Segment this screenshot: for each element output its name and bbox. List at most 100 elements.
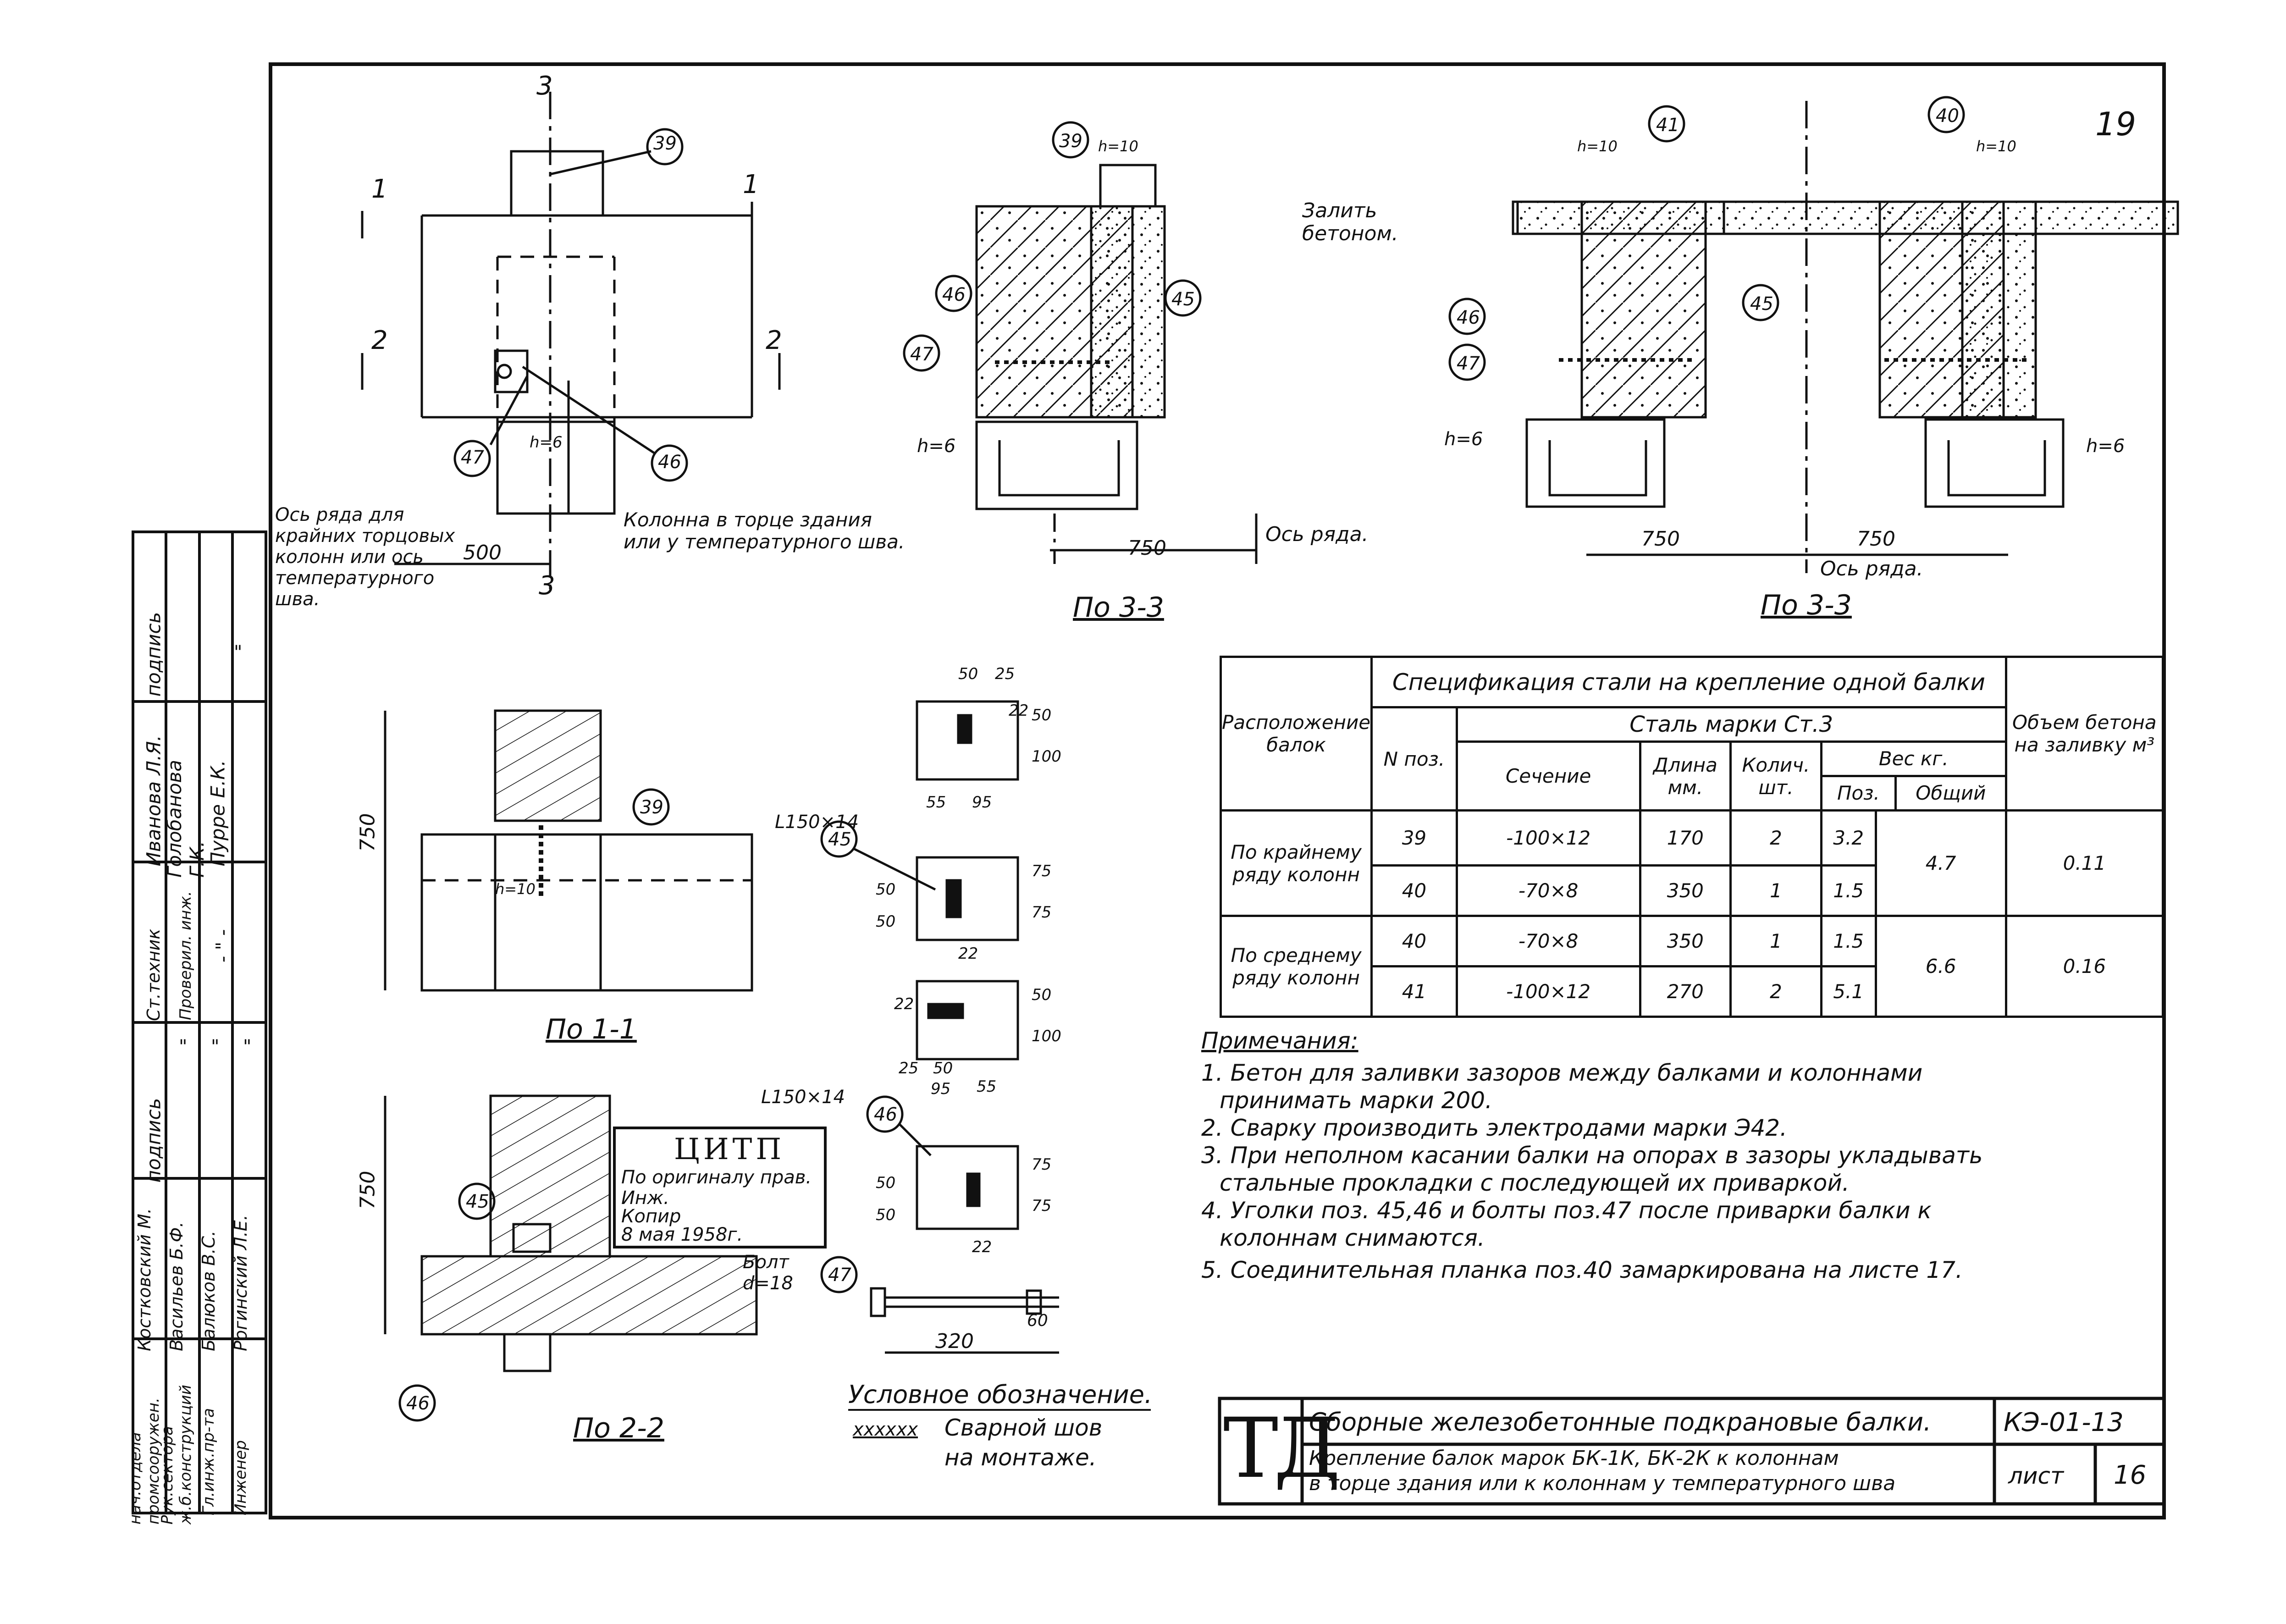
legend-text-1: Сварной шов bbox=[944, 1414, 1103, 1441]
balloon-47-section-b: 47 bbox=[1457, 353, 1480, 374]
spec-title: Спецификация стали на крепление одной ба… bbox=[1370, 656, 2007, 708]
section-mark-1-left: 1 bbox=[371, 174, 388, 204]
title-line-3: в торце здания или к колоннам у температ… bbox=[1309, 1472, 1896, 1495]
note-line: 2. Сварку производить электродами марки … bbox=[1201, 1115, 1788, 1141]
spec-cell: -100×12 bbox=[1455, 965, 1641, 1018]
spec-col-weight: Вес кг. bbox=[1822, 743, 2005, 777]
section-mark-2-right: 2 bbox=[766, 326, 782, 355]
dim-750-section-b-right: 750 bbox=[1857, 527, 1895, 551]
angles-detail bbox=[820, 700, 1019, 1230]
title-line-1: Сборные железобетонные подкрановые балки… bbox=[1309, 1408, 1932, 1436]
caption-section-11: По 1-1 bbox=[546, 1013, 637, 1045]
angle-dim-50-e: 50 bbox=[1032, 986, 1052, 1004]
spec-cell: 2 bbox=[1729, 809, 1822, 867]
caption-section-33-b: По 3-3 bbox=[1761, 589, 1852, 621]
balloon-46-section-22: 46 bbox=[406, 1393, 430, 1414]
title-logo: ТД bbox=[1223, 1401, 1341, 1497]
spec-col-concrete: Объем бетона на заливку м³ bbox=[2004, 656, 2165, 812]
axis-note-left: Ось ряда для крайних торцовых колонн или… bbox=[275, 504, 455, 610]
spec-group-2-concrete: 0.16 bbox=[2004, 915, 2165, 1018]
balloon-39-section-11: 39 bbox=[640, 797, 663, 818]
spec-col-wpos: Поз. bbox=[1822, 777, 1897, 809]
side-col-header-1: Иванова Л.Я. bbox=[142, 735, 165, 867]
spec-col-pos: N поз. bbox=[1370, 706, 1458, 812]
angle-dim-50-a: 50 bbox=[958, 665, 978, 683]
title-line-2: Крепление балок марок БК-1К, БК-2К к кол… bbox=[1309, 1447, 1839, 1470]
angle-dim-25: 25 bbox=[995, 665, 1015, 683]
spec-group-2-total: 6.6 bbox=[1874, 915, 2007, 1018]
angle-dim-75-c: 75 bbox=[1032, 1155, 1052, 1174]
balloon-39-section-a: 39 bbox=[1059, 131, 1082, 152]
spec-cell: 1.5 bbox=[1820, 864, 1877, 917]
note-line: стальные прокладки с последующей их прив… bbox=[1220, 1170, 1850, 1196]
notes-title: Примечания: bbox=[1201, 1027, 1358, 1054]
spec-cell: -70×8 bbox=[1455, 864, 1641, 917]
note-line: принимать марки 200. bbox=[1220, 1087, 1492, 1114]
sheet-frame bbox=[269, 62, 2166, 1519]
spec-col-location: Расположение балок bbox=[1219, 656, 1373, 812]
dim-750-section-22: 750 bbox=[356, 1171, 380, 1210]
side-sig-right-1: - " - bbox=[212, 929, 234, 963]
side-role-2: Гл.инж.пр-та bbox=[199, 1408, 218, 1515]
section-mark-3-bottom: 3 bbox=[539, 571, 555, 601]
section-mark-3-top: 3 bbox=[536, 71, 553, 101]
spec-cell: 1.5 bbox=[1820, 915, 1877, 967]
axis-section-a: Ось ряда. bbox=[1265, 523, 1369, 546]
side-role-1: Рук.сектора ж.б.конструкций bbox=[158, 1385, 195, 1525]
angle-dim-75-a: 75 bbox=[1032, 862, 1052, 880]
angle-dim-55-a: 55 bbox=[926, 793, 946, 812]
side-role-0: нач.отдела промсооружен. bbox=[126, 1398, 163, 1525]
side-role-right-1: Проверил. инж. bbox=[177, 891, 195, 1020]
angle-dim-50-c: 50 bbox=[876, 880, 896, 899]
caption-section-22: По 2-2 bbox=[573, 1412, 664, 1444]
balloon-47-plan: 47 bbox=[461, 447, 484, 468]
h10-section-b-left: h=10 bbox=[1577, 138, 1618, 155]
spec-cell: 1 bbox=[1729, 864, 1822, 917]
sheet-code: КЭ-01-13 bbox=[2004, 1408, 2124, 1437]
page-number: 19 bbox=[2095, 105, 2137, 143]
section-mark-1-right: 1 bbox=[743, 170, 759, 199]
angle-dim-100-b: 100 bbox=[1032, 1027, 1061, 1045]
spec-group-1-total: 4.7 bbox=[1874, 809, 2007, 917]
h6-section-a: h=6 bbox=[917, 436, 956, 457]
spec-cell: 41 bbox=[1370, 965, 1458, 1018]
sheet-number: 16 bbox=[2114, 1460, 2147, 1490]
side-name-1: Васильев Б.Ф. bbox=[166, 1221, 187, 1351]
angle-dim-50-b: 50 bbox=[1032, 706, 1052, 724]
side-name-0: Костковский М. bbox=[134, 1208, 155, 1351]
balloon-39-plan: 39 bbox=[653, 133, 677, 154]
citp-stamp-frame bbox=[613, 1127, 827, 1248]
dim-500: 500 bbox=[463, 541, 502, 564]
bolt-dim-60: 60 bbox=[1027, 1311, 1048, 1330]
citp-line1: По оригиналу прав. bbox=[621, 1167, 812, 1188]
balloon-40-section-b: 40 bbox=[1936, 105, 1959, 127]
side-name-2: Балюков В.С. bbox=[199, 1230, 219, 1351]
spec-group-1-concrete: 0.11 bbox=[2004, 809, 2165, 917]
balloon-47-bolt: 47 bbox=[828, 1265, 851, 1286]
balloon-45-section-b: 45 bbox=[1750, 293, 1773, 315]
note-line: 4. Уголки поз. 45,46 и болты поз.47 посл… bbox=[1201, 1197, 1932, 1224]
spec-group-2-location: По среднему ряду колонн bbox=[1219, 915, 1373, 1018]
side-col-header-0: подпись bbox=[142, 1098, 165, 1183]
spec-cell: 1 bbox=[1729, 915, 1822, 967]
spec-steel-grade: Сталь марки Ст.3 bbox=[1455, 706, 2007, 743]
legend-symbol: xxxxxx bbox=[853, 1419, 918, 1440]
side-col-header-3: Пурре Е.К. bbox=[206, 760, 229, 867]
spec-col-qty: Колич. шт. bbox=[1729, 740, 1822, 812]
fill-note: Залить бетоном. bbox=[1302, 199, 1398, 245]
h10-section-b-right: h=10 bbox=[1976, 138, 2016, 155]
angle-dim-95-a: 95 bbox=[972, 793, 992, 812]
spec-cell: 40 bbox=[1370, 915, 1458, 967]
h6-section-b-left: h=6 bbox=[1444, 429, 1483, 450]
angle-dim-22-a: 22 bbox=[1009, 702, 1029, 720]
side-role-right-0: Ст.техник bbox=[144, 928, 164, 1021]
note-line: 1. Бетон для заливки зазоров между балка… bbox=[1201, 1060, 1923, 1086]
citp-line2: Инж. bbox=[621, 1188, 669, 1209]
note-line: 3. При неполном касании балки на опорах … bbox=[1201, 1142, 1983, 1169]
angle-dim-50-f: 50 bbox=[933, 1059, 953, 1077]
note-line: 5. Соединительная планка поз.40 замаркир… bbox=[1201, 1257, 1963, 1283]
spec-cell: 170 bbox=[1639, 809, 1732, 867]
section-11 bbox=[384, 709, 753, 992]
balloon-47-section-a: 47 bbox=[910, 344, 933, 365]
